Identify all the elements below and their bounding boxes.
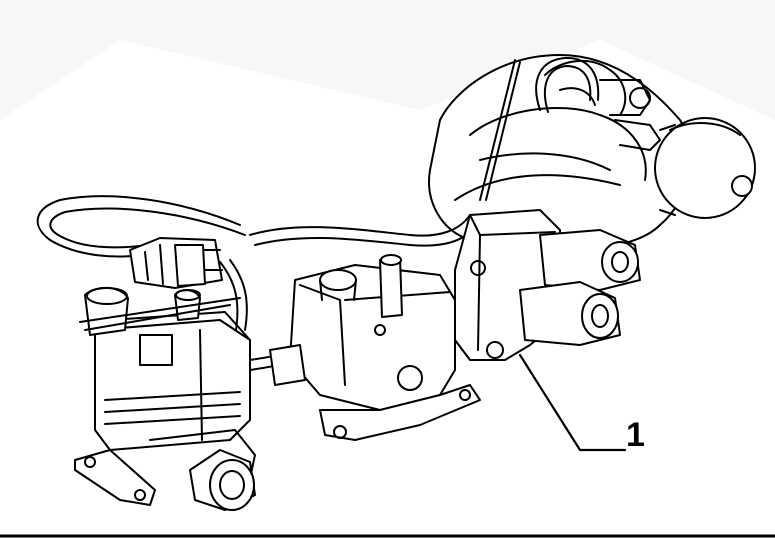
center-mounting-bracket xyxy=(320,385,480,440)
left-valve-block xyxy=(80,288,250,450)
background-shade xyxy=(0,0,775,120)
callout-number-1: 1 xyxy=(626,416,645,454)
left-mounting-bracket xyxy=(75,430,255,505)
electrical-connector xyxy=(130,238,222,288)
solenoid-upper xyxy=(540,230,640,290)
accumulator-sphere xyxy=(655,118,755,218)
left-solenoid xyxy=(190,450,255,510)
pipe-group-top xyxy=(455,58,620,200)
center-valve-housing xyxy=(270,255,455,410)
callout-leader-line xyxy=(520,355,625,450)
solenoid-lower xyxy=(520,282,620,345)
